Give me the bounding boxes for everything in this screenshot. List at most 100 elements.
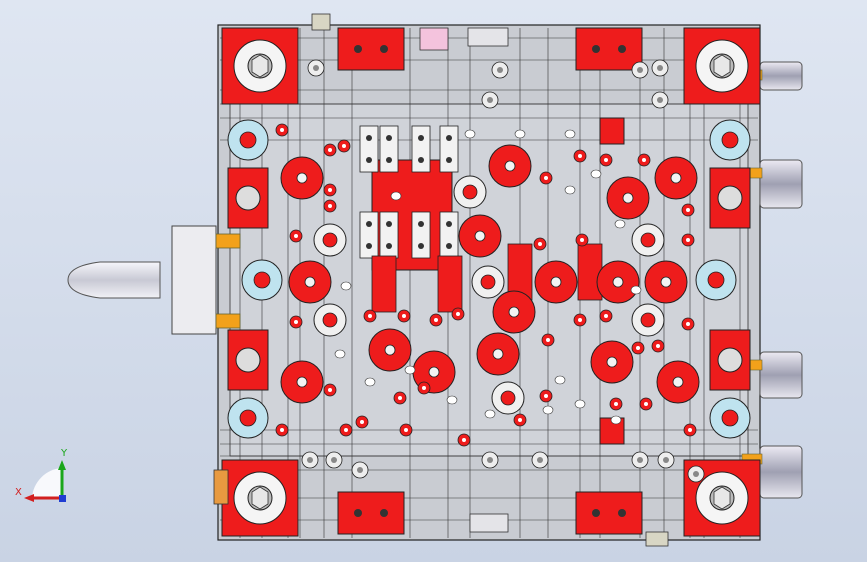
cooling-hole bbox=[614, 219, 626, 229]
clamp-block bbox=[337, 27, 405, 71]
cooling-hole bbox=[574, 399, 586, 409]
gray-bolt-core bbox=[663, 457, 669, 463]
small-screw-core bbox=[422, 386, 426, 390]
small-screw-core bbox=[402, 314, 406, 318]
small-screw-core bbox=[688, 428, 692, 432]
slider-pin bbox=[446, 157, 452, 163]
small-screw-core bbox=[686, 322, 690, 326]
small-screw-core bbox=[368, 314, 372, 318]
slider-bar bbox=[379, 125, 399, 173]
slider-pin bbox=[418, 243, 424, 249]
slider-pin bbox=[366, 243, 372, 249]
right-pipe bbox=[759, 61, 803, 91]
disc-center bbox=[660, 276, 672, 288]
fastener-holes bbox=[275, 59, 705, 483]
small-screw-core bbox=[580, 238, 584, 242]
white-bushing-core bbox=[640, 232, 656, 248]
cooling-hole bbox=[554, 375, 566, 385]
axis-y-label: Y bbox=[60, 448, 68, 459]
small-screw-core bbox=[294, 234, 298, 238]
gray-bolt-core bbox=[637, 67, 643, 73]
slider-bar bbox=[359, 125, 379, 173]
disc-center bbox=[428, 366, 440, 378]
slider-bar bbox=[411, 211, 431, 259]
small-screw-core bbox=[604, 314, 608, 318]
plate-detail-lines bbox=[220, 28, 758, 538]
clamp-block bbox=[337, 491, 405, 535]
disc-center bbox=[672, 376, 684, 388]
gray-bolt-core bbox=[497, 67, 503, 73]
slider-pin bbox=[418, 221, 424, 227]
small-screw-core bbox=[518, 418, 522, 422]
small-screw-core bbox=[636, 346, 640, 350]
side-block-bolt bbox=[717, 347, 743, 373]
right-pipe bbox=[759, 351, 803, 399]
clamp-blocks bbox=[337, 27, 643, 535]
left-injection-nozzle bbox=[67, 225, 241, 335]
bushing-core bbox=[239, 409, 257, 427]
gray-bolt-core bbox=[657, 65, 663, 71]
cooling-hole bbox=[590, 169, 602, 179]
clamp-screw bbox=[618, 509, 626, 517]
small-screw-core bbox=[328, 388, 332, 392]
slider-bar bbox=[411, 125, 431, 173]
right-cooling-pipes bbox=[741, 61, 803, 499]
cooling-hole bbox=[404, 365, 416, 375]
white-bushing-core bbox=[322, 312, 338, 328]
gray-bolt-core bbox=[307, 457, 313, 463]
small-screw-core bbox=[546, 338, 550, 342]
axis-triad-icon: Y X bbox=[15, 448, 68, 502]
clamp-screw bbox=[592, 509, 600, 517]
clamp-screw bbox=[618, 45, 626, 53]
slider-pin bbox=[366, 135, 372, 141]
small-screw-core bbox=[280, 428, 284, 432]
small-screw-core bbox=[686, 238, 690, 242]
small-screw-core bbox=[656, 344, 660, 348]
small-screw-core bbox=[578, 318, 582, 322]
cooling-hole bbox=[464, 129, 476, 139]
bushing-core bbox=[721, 131, 739, 149]
disc-center bbox=[296, 376, 308, 388]
cooling-hole bbox=[390, 191, 402, 201]
gray-bolt-core bbox=[693, 471, 699, 477]
small-screw-core bbox=[280, 128, 284, 132]
disc-center bbox=[612, 276, 624, 288]
small-screw-core bbox=[614, 402, 618, 406]
disc-center bbox=[304, 276, 316, 288]
disc-center bbox=[622, 192, 634, 204]
clamp-screw bbox=[354, 509, 362, 517]
slider-pin bbox=[366, 221, 372, 227]
small-screw-core bbox=[538, 242, 542, 246]
cooling-hole bbox=[334, 349, 346, 359]
bushing-core bbox=[253, 271, 271, 289]
slider-bar bbox=[359, 211, 379, 259]
white-bushing-core bbox=[640, 312, 656, 328]
small-screw-core bbox=[544, 394, 548, 398]
small-screw-core bbox=[604, 158, 608, 162]
slider-pin bbox=[386, 157, 392, 163]
gray-bolt-core bbox=[357, 467, 363, 473]
right-pipe bbox=[759, 445, 803, 499]
bushing-core bbox=[721, 409, 739, 427]
disc-center bbox=[296, 172, 308, 184]
hex-head bbox=[251, 486, 269, 510]
cooling-hole bbox=[364, 377, 376, 387]
gray-bolt-core bbox=[487, 97, 493, 103]
white-bushing-core bbox=[462, 184, 478, 200]
small-screw-core bbox=[328, 148, 332, 152]
corner-guide-blocks bbox=[221, 27, 761, 537]
bushing-core bbox=[707, 271, 725, 289]
side-block-bolt bbox=[235, 347, 261, 373]
cooling-hole bbox=[484, 409, 496, 419]
cooling-hole bbox=[564, 185, 576, 195]
bushing-core bbox=[239, 131, 257, 149]
cooling-hole bbox=[564, 129, 576, 139]
small-screw-core bbox=[344, 428, 348, 432]
small-screw-core bbox=[328, 188, 332, 192]
small-screw-core bbox=[360, 420, 364, 424]
disc-center bbox=[550, 276, 562, 288]
small-screw-core bbox=[398, 396, 402, 400]
disc-center bbox=[474, 230, 486, 242]
